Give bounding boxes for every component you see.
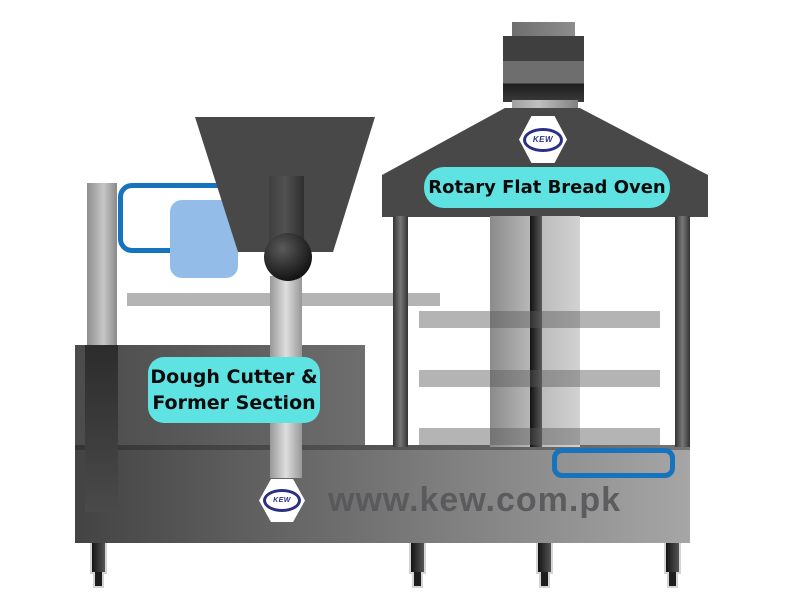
kew-logo-text: KEW [532,135,554,144]
dough-machine-front-column [85,345,118,512]
machine-foot-tip [539,572,550,588]
dough-ball [264,233,312,281]
machine-foot [536,543,553,574]
machine-foot-tip [667,572,678,588]
cutter-label-line2: Former Section [152,392,316,414]
oven-drum-axle [530,216,542,447]
machine-foot [90,543,107,574]
machine-foot-tip [93,572,104,588]
machine-foot-tip [412,572,423,588]
machine-foot [409,543,426,574]
oven-label-text: Rotary Flat Bread Oven [428,177,666,198]
oven-right-pillar [675,216,690,447]
dough-cutter-section-label: Dough Cutter & Former Section [148,357,320,423]
machine-base [75,445,690,543]
website-url: www.kew.com.pk [328,480,622,519]
machine-foot [664,543,681,574]
oven-left-pillar [393,216,408,447]
oven-drum-column-left [490,216,530,447]
chimney-block [503,36,584,102]
kew-logo-ellipse: KEW [523,127,563,152]
oven-drum-column-right [542,216,580,447]
kew-logo-ellipse: KEW [263,489,301,512]
base-blue-panel [552,448,675,478]
oven-section-label: Rotary Flat Bread Oven [424,167,670,208]
cutter-label-line1: Dough Cutter & [150,366,318,388]
dough-machine-left-column [87,183,117,346]
oven-shelf-top [419,311,660,328]
oven-shelf-middle [419,370,660,387]
chimney-cap [512,22,575,37]
kew-logo-text: KEW [273,497,291,504]
oven-shelf-bottom [419,428,660,445]
